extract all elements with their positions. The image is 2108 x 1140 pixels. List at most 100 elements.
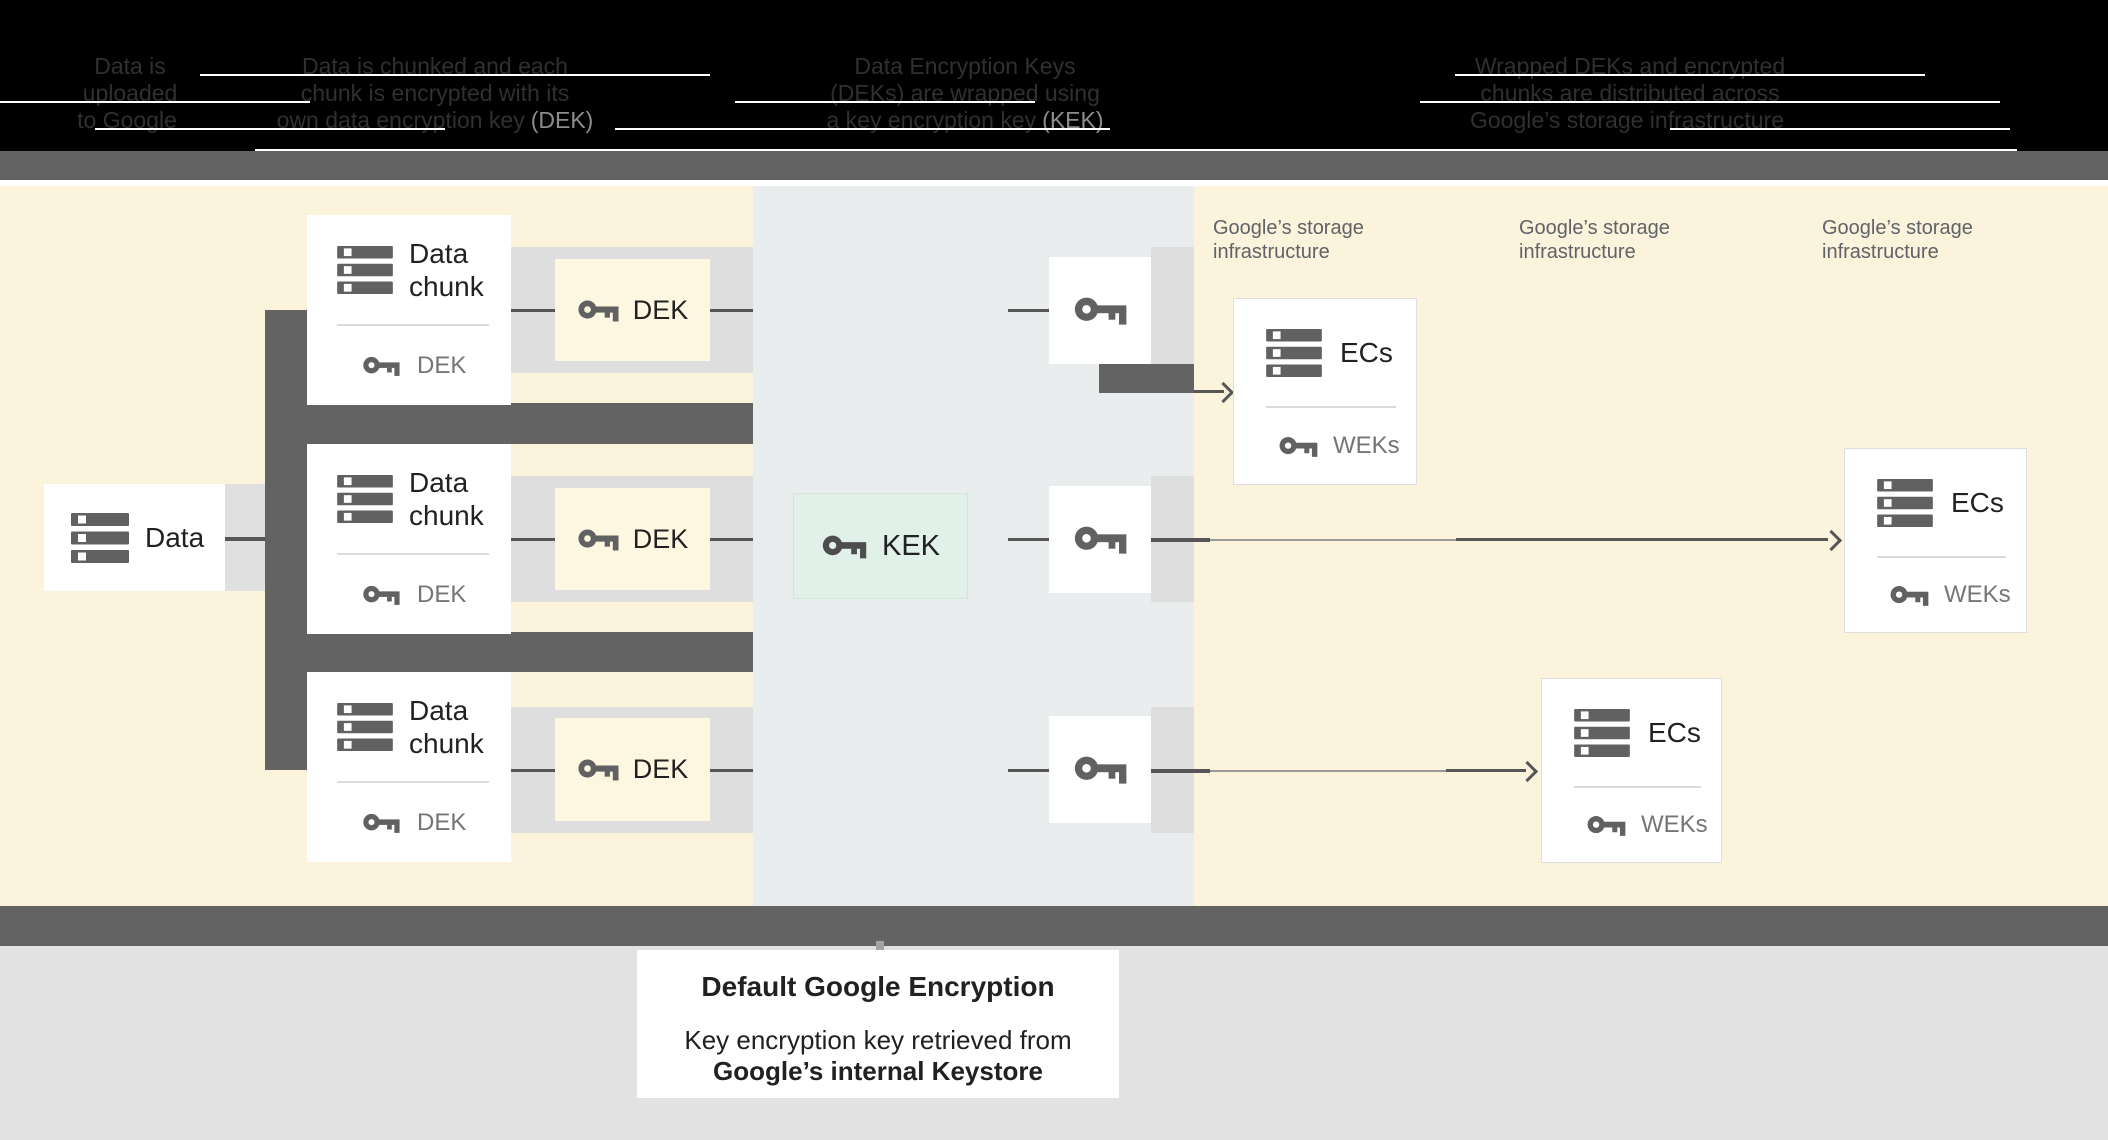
connector-line xyxy=(710,538,753,541)
dek-chip-3: DEK xyxy=(555,718,710,821)
ec-box-1: ECs WEKs xyxy=(1233,298,1417,485)
header-underline xyxy=(615,128,1110,130)
connector-line xyxy=(1008,538,1049,541)
storage-label-line: Google’s storage xyxy=(1213,217,1364,239)
header-underline xyxy=(735,101,1035,103)
header-underline xyxy=(1670,128,2010,130)
arrowhead-1 xyxy=(1212,381,1235,404)
ec-key-row: WEKs xyxy=(1234,408,1416,484)
header-underline xyxy=(1420,101,2000,103)
arrowhead-2 xyxy=(1820,529,1843,552)
divider xyxy=(1574,786,1701,788)
storage-label-line: Google’s storage xyxy=(1519,217,1670,239)
ec-box-2: ECs WEKs xyxy=(1844,448,2027,633)
arrowhead-3 xyxy=(1516,760,1539,783)
server-icon xyxy=(337,702,393,751)
server-icon xyxy=(337,245,393,294)
key-icon xyxy=(577,525,619,554)
ec-key-row: WEKs xyxy=(1542,788,1721,862)
server-icon xyxy=(1877,478,1933,527)
key-icon xyxy=(362,353,400,379)
dek-chip-1: DEK xyxy=(555,259,710,361)
key-icon xyxy=(362,582,400,608)
server-icon xyxy=(1574,708,1630,757)
caption-line: Data Encryption Keys xyxy=(854,53,1076,79)
divider xyxy=(337,781,489,783)
key-icon xyxy=(577,296,619,325)
divider xyxy=(337,324,489,326)
callout-line-1: Key encryption key retrieved from xyxy=(684,1025,1072,1055)
divider xyxy=(337,553,489,555)
callout-box: Default Google Encryption Key encryption… xyxy=(637,950,1119,1098)
ec-header: ECs xyxy=(1845,449,2026,556)
weks-label: WEKs xyxy=(1944,581,2011,608)
key-icon xyxy=(1073,292,1127,329)
header-underline xyxy=(200,74,710,76)
dek-label: DEK xyxy=(632,294,689,325)
server-icon xyxy=(337,474,393,523)
storage-label-line: infrastructure xyxy=(1822,241,1939,263)
junction-bar-vertical xyxy=(265,310,307,770)
storage-label-line: infrastructure xyxy=(1213,241,1330,263)
dek-label: DEK xyxy=(632,754,689,784)
junction-bar-horizontal-2 xyxy=(300,632,753,672)
dek-label: DEK xyxy=(632,523,689,554)
storage-label-line: infrastructure xyxy=(1519,241,1636,263)
wrapped-key-box-1 xyxy=(1049,257,1151,364)
wrapped-key-box-3 xyxy=(1049,716,1151,823)
top-white-strip xyxy=(0,180,2108,186)
top-gray-bar xyxy=(0,151,2108,180)
connector-line xyxy=(511,769,555,772)
kek-label: KEK xyxy=(881,529,941,562)
divider xyxy=(1266,406,1396,408)
ec-box-3: ECs WEKs xyxy=(1541,678,1722,863)
caption-wrapping: Data Encryption Keys (DEKs) are wrapped … xyxy=(745,53,1185,134)
arrow-line-3-mid xyxy=(1210,770,1446,772)
header: Data is uploaded to Google Data is chunk… xyxy=(0,0,2108,151)
callout-title: Default Google Encryption xyxy=(701,971,1055,1002)
connector-line xyxy=(710,769,753,772)
header-underline xyxy=(0,101,310,103)
data-connector-line xyxy=(224,537,265,541)
kek-chip: KEK xyxy=(793,493,968,599)
key-icon xyxy=(362,810,400,836)
key-icon xyxy=(1073,751,1127,788)
header-underline xyxy=(1455,74,1925,76)
caption-line: Data is xyxy=(94,53,166,79)
storage-label-2: Google’s storage infrastructure xyxy=(1519,216,1670,264)
storage-label-line: Google’s storage xyxy=(1822,217,1973,239)
ecs-label: ECs xyxy=(1340,336,1393,368)
chunk-key-row: DEK xyxy=(307,326,511,405)
chunk-dek-label: DEK xyxy=(417,351,467,379)
callout-line-2: Google’s internal Keystore xyxy=(713,1056,1043,1086)
chunk-key-row: DEK xyxy=(307,555,511,634)
header-underline xyxy=(95,128,445,130)
wrapped-key-box-2 xyxy=(1049,486,1151,593)
arrow-line-2-end xyxy=(1456,538,1828,541)
connector-line xyxy=(511,538,555,541)
storage-label-1: Google’s storage infrastructure xyxy=(1213,216,1364,264)
key-icon xyxy=(1586,812,1626,839)
divider xyxy=(1877,556,2006,558)
caption-line: chunk is encrypted with its xyxy=(300,80,570,106)
key-icon xyxy=(577,755,619,784)
key-icon xyxy=(1889,582,1929,609)
connector-line xyxy=(1008,769,1049,772)
arrow-line-1 xyxy=(1194,390,1224,393)
chunk-dek-label: DEK xyxy=(417,808,467,836)
arrow-line-3-end xyxy=(1446,769,1526,772)
chunk-dek-label: DEK xyxy=(417,580,467,608)
key-icon xyxy=(1278,433,1318,460)
caption-chunking: Data is chunked and each chunk is encryp… xyxy=(270,53,600,134)
ec-key-row: WEKs xyxy=(1845,558,2026,632)
server-icon xyxy=(1266,328,1322,377)
